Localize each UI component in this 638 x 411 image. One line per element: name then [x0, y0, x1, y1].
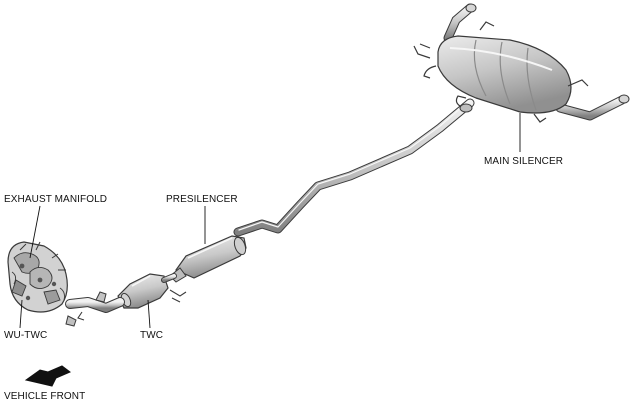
label-vehicle-front: VEHICLE FRONT	[4, 391, 86, 402]
leader-exhaust-manifold	[29, 205, 41, 259]
presilencer-body	[169, 235, 247, 283]
label-presilencer: PRESILENCER	[166, 194, 238, 205]
leader-wu-twc	[19, 299, 23, 329]
label-main-silencer: MAIN SILENCER	[484, 156, 564, 167]
leader-twc	[147, 299, 151, 329]
vehicle-front-arrow-icon	[24, 365, 71, 387]
exhaust-pipe	[233, 98, 475, 237]
exhaust-manifold	[7, 241, 77, 327]
front-pipe	[65, 291, 125, 321]
leader-lines	[19, 113, 521, 329]
label-wu-twc: WU-TWC	[4, 330, 48, 341]
pipe-hanger	[455, 95, 473, 113]
main-silencer	[413, 3, 630, 123]
label-exhaust-manifold: EXHAUST MANIFOLD	[4, 194, 108, 205]
label-twc: TWC	[140, 330, 164, 341]
